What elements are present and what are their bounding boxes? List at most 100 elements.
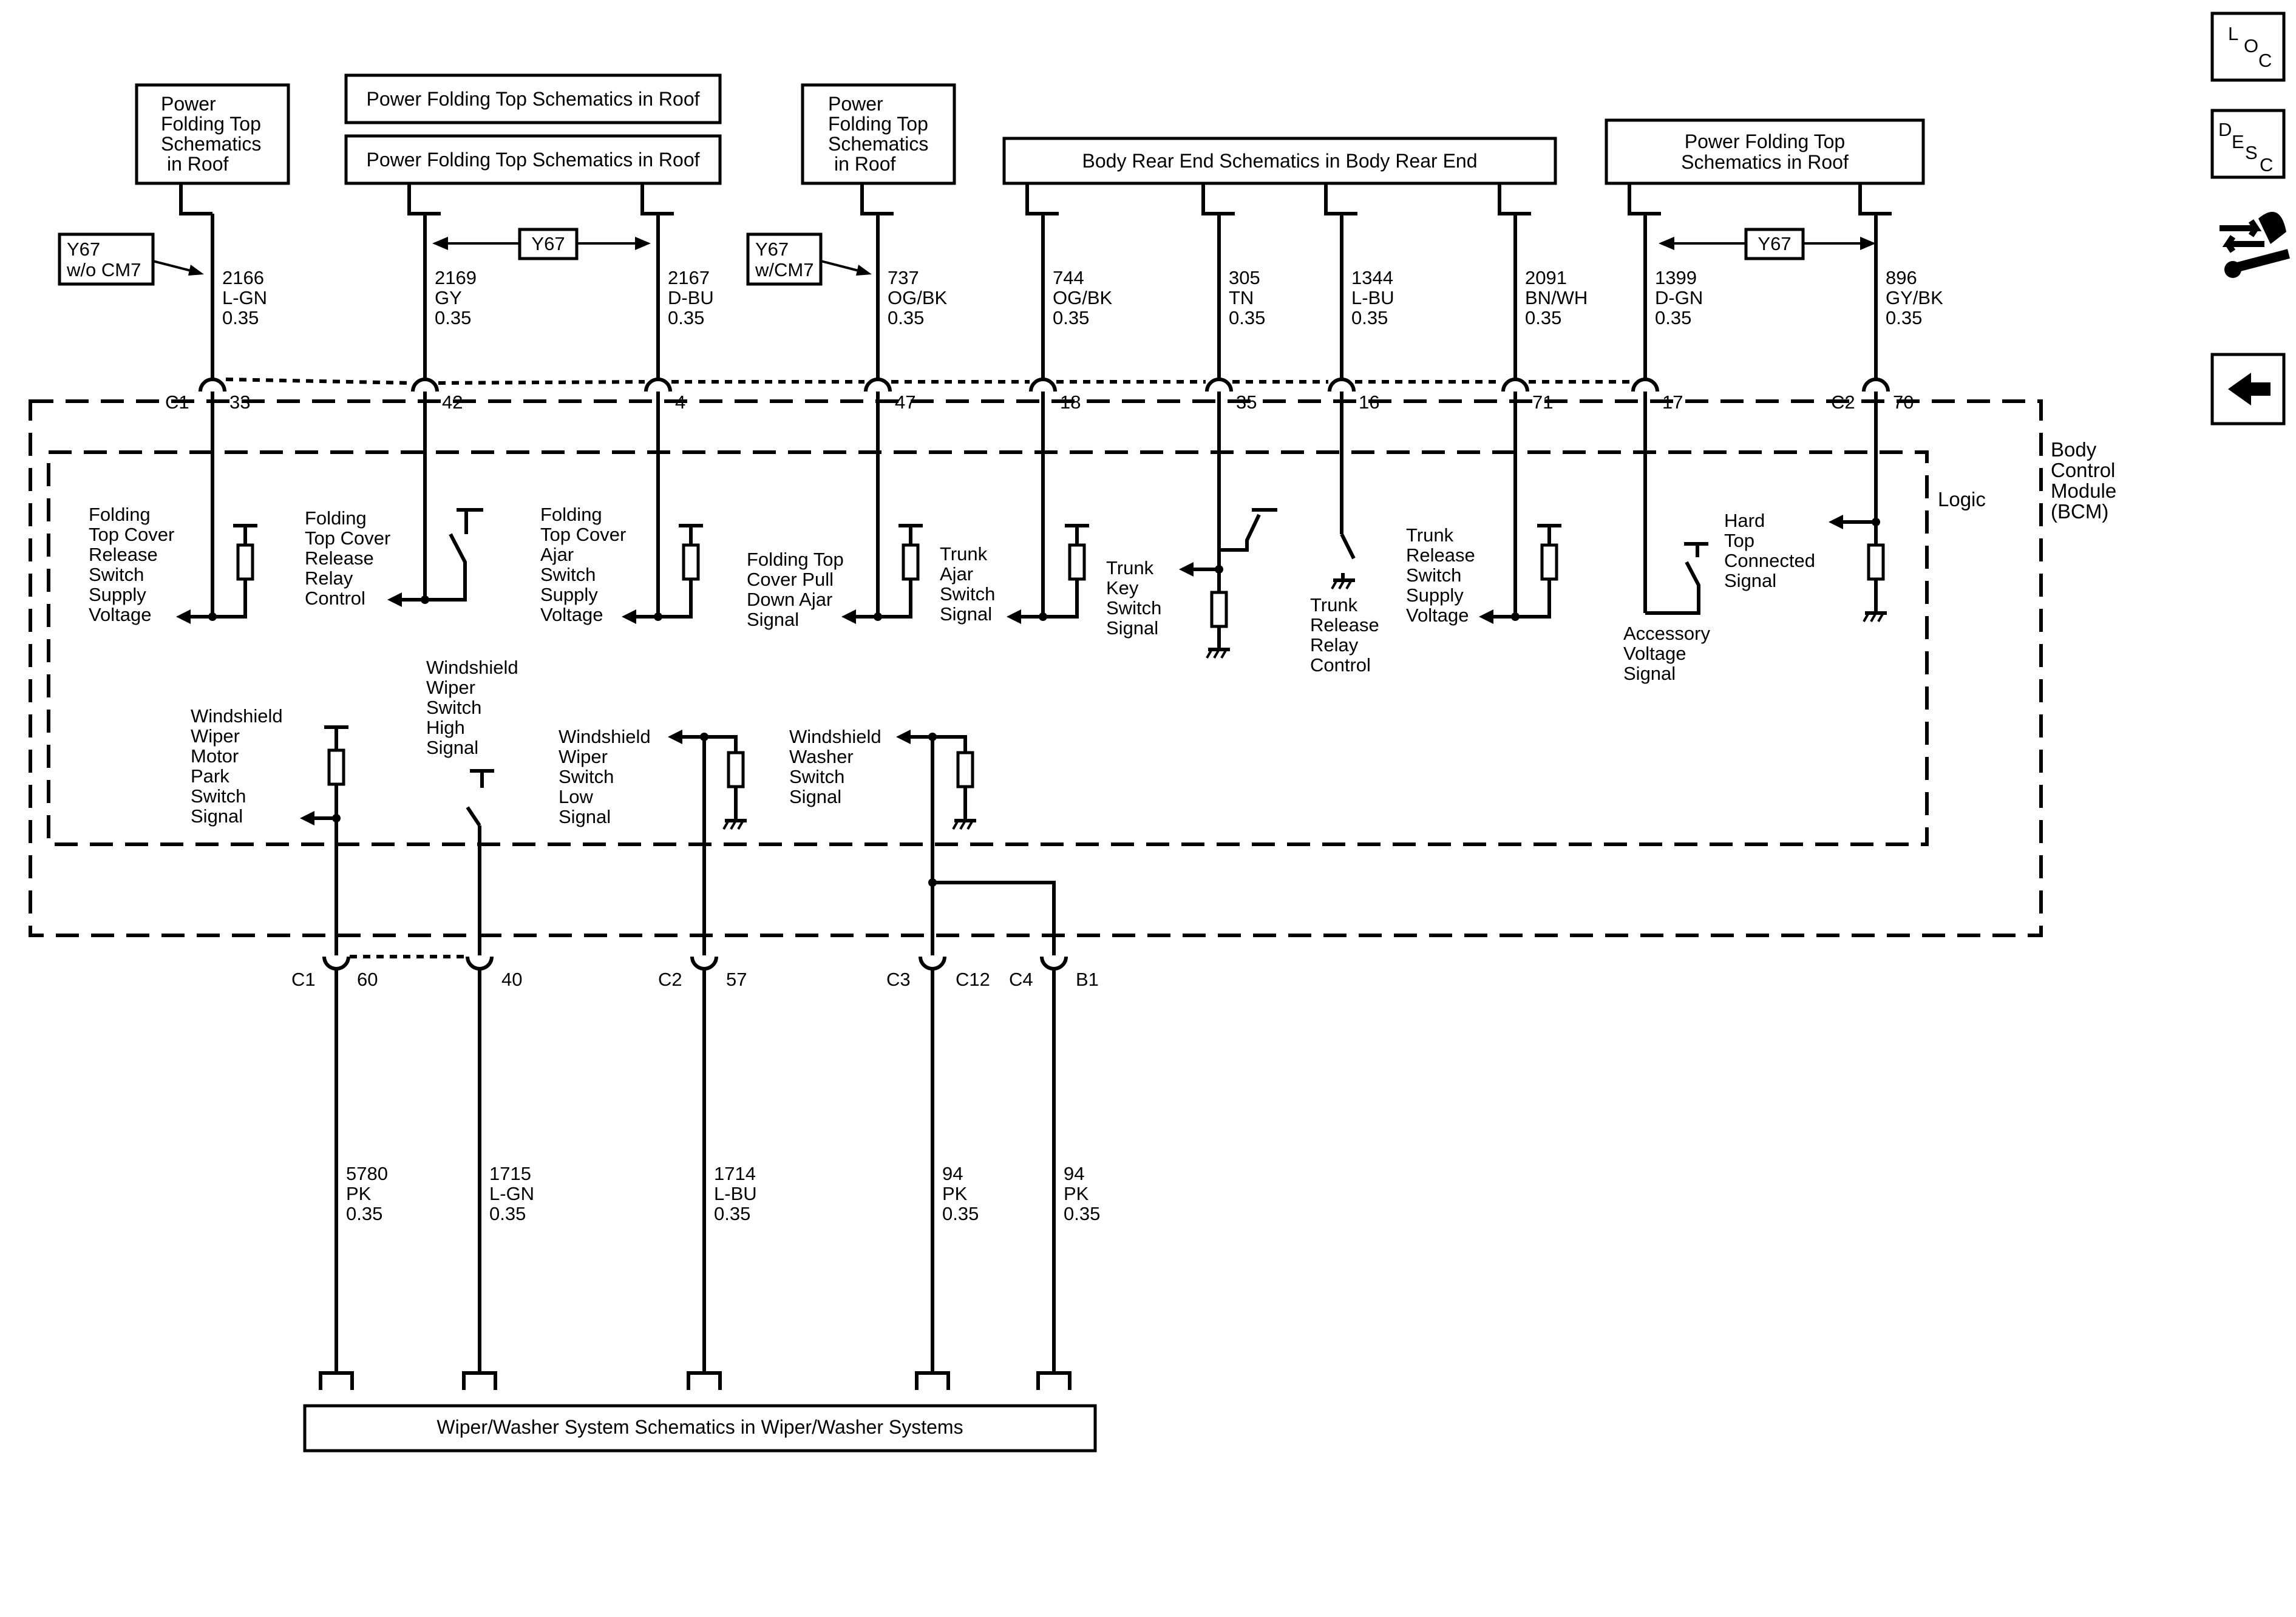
wire-size: 0.35 bbox=[942, 1203, 979, 1224]
source-box-wiper-washer[interactable]: Wiper/Washer System Schematics in Wiper/… bbox=[303, 1404, 1097, 1453]
svg-text:Washer: Washer bbox=[789, 746, 854, 767]
module-name: (BCM) bbox=[2051, 500, 2108, 523]
source-box-power-folding-top-3[interactable]: Power Folding Top Schematics in Roof bbox=[801, 83, 956, 185]
bottom-wire-label-94-b: 94 PK 0.35 bbox=[1064, 1163, 1100, 1224]
svg-text:Voltage: Voltage bbox=[540, 604, 603, 625]
bcm-module: Body Control Module (BCM) bbox=[29, 399, 2116, 937]
wire-size: 0.35 bbox=[714, 1203, 750, 1224]
logic-block: Logic bbox=[47, 450, 1986, 846]
pin-number: 60 bbox=[357, 969, 378, 990]
connector-label-c1: C1 bbox=[291, 969, 316, 990]
svg-text:C: C bbox=[2260, 154, 2273, 175]
option-text: w/CM7 bbox=[755, 259, 813, 280]
label-wiper-park: Windshield Wiper Motor Park Switch Signa… bbox=[191, 705, 283, 827]
connector-label-c3: C3 bbox=[886, 969, 911, 990]
svg-text:Signal: Signal bbox=[789, 786, 841, 807]
svg-text:Signal: Signal bbox=[940, 603, 992, 625]
label-fold-release-supply: Folding Top Cover Release Switch Supply … bbox=[89, 504, 174, 625]
tools-icon[interactable] bbox=[2220, 212, 2291, 278]
option-y67-with-cm7: Y67 w/CM7 bbox=[746, 232, 872, 286]
circuit-accessory-voltage bbox=[1643, 392, 1708, 615]
circuit-trunk-key bbox=[1179, 392, 1277, 659]
desc-icon[interactable]: D E S C bbox=[2210, 109, 2286, 179]
wire-size: 0.35 bbox=[1229, 307, 1265, 328]
label-wiper-low: Windshield Wiper Switch Low Signal bbox=[559, 726, 651, 827]
back-arrow-icon[interactable] bbox=[2210, 353, 2286, 425]
wire-color: PK bbox=[942, 1183, 968, 1204]
svg-text:Switch: Switch bbox=[1406, 564, 1461, 586]
module-name: Control bbox=[2051, 459, 2115, 481]
source-box-text: Power Folding Top bbox=[1685, 131, 1845, 152]
circuit-wiper-high bbox=[466, 769, 494, 941]
bottom-wire-label-5780: 5780 PK 0.35 bbox=[346, 1163, 388, 1224]
svg-text:Trunk: Trunk bbox=[1406, 524, 1454, 546]
svg-text:C: C bbox=[2258, 50, 2272, 71]
svg-text:Ajar: Ajar bbox=[540, 544, 574, 565]
svg-text:Supply: Supply bbox=[1406, 585, 1464, 606]
wire-size: 0.35 bbox=[489, 1203, 526, 1224]
svg-text:Key: Key bbox=[1106, 577, 1139, 598]
label-trunk-release-relay: Trunk Release Relay Control bbox=[1310, 594, 1379, 676]
top-wire-label-2091: 2091 BN/WH 0.35 bbox=[1525, 267, 1588, 328]
circuit-washer bbox=[896, 730, 1056, 941]
svg-text:Down Ajar: Down Ajar bbox=[747, 589, 832, 610]
circuit-number: 2166 bbox=[222, 267, 264, 288]
source-box-text: Folding Top bbox=[161, 113, 261, 135]
source-box-text: Power Folding Top Schematics in Roof bbox=[366, 149, 699, 171]
source-box-text: in Roof bbox=[167, 153, 229, 175]
label-trunk-release-supply: Trunk Release Switch Supply Voltage bbox=[1406, 524, 1475, 626]
source-box-power-folding-top-2a[interactable]: Power Folding Top Schematics in Roof bbox=[344, 73, 722, 124]
wire-size: 0.35 bbox=[1053, 307, 1089, 328]
svg-text:Release: Release bbox=[89, 544, 158, 565]
option-text: Y67 bbox=[531, 233, 565, 254]
circuit-fold-ajar-supply bbox=[622, 392, 703, 624]
source-box-power-folding-top-1[interactable]: Power Folding Top Schematics in Roof bbox=[135, 83, 290, 185]
logic-label: Logic bbox=[1938, 488, 1986, 510]
loc-icon[interactable]: L O C bbox=[2210, 12, 2286, 82]
svg-text:Windshield: Windshield bbox=[426, 657, 518, 678]
svg-text:Low: Low bbox=[559, 786, 593, 807]
bottom-wire-label-1714: 1714 L-BU 0.35 bbox=[714, 1163, 757, 1224]
connector-label-b1: B1 bbox=[1076, 969, 1099, 990]
circuit-fold-release-relay bbox=[387, 392, 483, 607]
svg-text:Folding: Folding bbox=[305, 507, 367, 529]
svg-text:Park: Park bbox=[191, 765, 229, 787]
wire-size: 0.35 bbox=[1525, 307, 1561, 328]
svg-text:Wiper: Wiper bbox=[426, 677, 475, 698]
connector-label-c12: C12 bbox=[956, 969, 990, 990]
top-wire-label-744: 744 OG/BK 0.35 bbox=[1053, 267, 1113, 328]
wire-color: OG/BK bbox=[1053, 287, 1113, 308]
option-text: Y67 bbox=[755, 239, 789, 260]
source-box-text: Folding Top bbox=[828, 113, 928, 135]
wire-size: 0.35 bbox=[1886, 307, 1922, 328]
top-wire-label-305: 305 TN 0.35 bbox=[1229, 267, 1265, 328]
circuit-number: 744 bbox=[1053, 267, 1084, 288]
bottom-wires bbox=[319, 969, 1072, 1390]
source-box-text: Power bbox=[828, 93, 883, 115]
wire-color: TN bbox=[1229, 287, 1254, 308]
svg-text:Trunk: Trunk bbox=[1106, 557, 1154, 578]
source-box-power-folding-top-5[interactable]: Power Folding Top Schematics in Roof bbox=[1605, 118, 1925, 185]
circuit-number: 896 bbox=[1886, 267, 1917, 288]
label-accessory-voltage: Accessory Voltage Signal bbox=[1623, 623, 1710, 684]
module-name: Body bbox=[2051, 438, 2097, 461]
svg-text:Cover Pull: Cover Pull bbox=[747, 569, 834, 590]
circuit-number: 2091 bbox=[1525, 267, 1567, 288]
wire-color: D-GN bbox=[1655, 287, 1703, 308]
option-y67-without-cm7: Y67 w/o CM7 bbox=[58, 232, 204, 286]
source-box-power-folding-top-2b[interactable]: Power Folding Top Schematics in Roof bbox=[344, 134, 722, 185]
svg-text:Top Cover: Top Cover bbox=[540, 524, 626, 545]
svg-text:Wiper: Wiper bbox=[559, 746, 608, 767]
svg-text:Top Cover: Top Cover bbox=[305, 527, 390, 549]
label-wiper-high: Windshield Wiper Switch High Signal bbox=[426, 657, 518, 758]
wire-color: OG/BK bbox=[888, 287, 948, 308]
svg-text:Wiper: Wiper bbox=[191, 725, 240, 747]
svg-text:Signal: Signal bbox=[426, 737, 478, 758]
bottom-wire-label-94-a: 94 PK 0.35 bbox=[942, 1163, 979, 1224]
wire-size: 0.35 bbox=[346, 1203, 382, 1224]
svg-text:Voltage: Voltage bbox=[1623, 643, 1686, 664]
svg-text:Switch: Switch bbox=[89, 564, 144, 585]
svg-text:Switch: Switch bbox=[789, 766, 844, 787]
top-wires bbox=[211, 214, 1878, 379]
source-box-body-rear-end[interactable]: Body Rear End Schematics in Body Rear En… bbox=[1002, 137, 1557, 185]
